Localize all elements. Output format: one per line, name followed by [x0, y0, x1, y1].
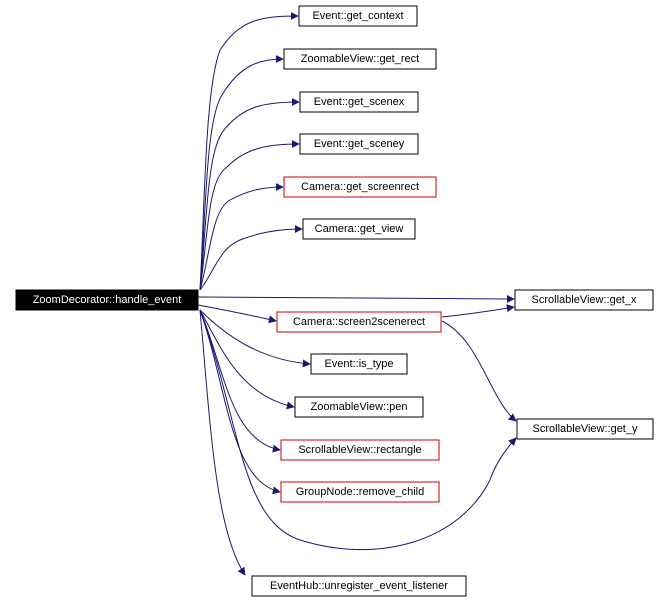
node-zoomableview-pen[interactable]: ZoomableView::pen — [294, 396, 424, 418]
node-zoomdecorator-handle-event[interactable]: ZoomDecorator::handle_event — [15, 289, 199, 311]
node-label: Camera::screen2scenerect — [293, 316, 425, 328]
edge-root-unregister — [199, 309, 246, 576]
node-label: Event::get_context — [312, 10, 403, 22]
edge-root-get-x — [197, 294, 515, 303]
node-label: EventHub::unregister_event_listener — [270, 580, 448, 592]
node-label: ScrollableView::get_y — [533, 423, 638, 435]
node-label: ZoomableView::pen — [310, 401, 407, 413]
edge-root-get-rect — [199, 55, 284, 291]
edge-root-pen — [199, 309, 295, 410]
edge-root-get-sceney — [199, 140, 300, 291]
node-event-is-type[interactable]: Event::is_type — [310, 353, 408, 375]
edge-root-get-scenex — [199, 98, 300, 291]
edge-root-screen2scenerect — [197, 304, 277, 324]
edge-root-remove-child — [199, 309, 281, 495]
node-eventhub-unregister-event-listener[interactable]: EventHub::unregister_event_listener — [251, 575, 467, 597]
node-scrollableview-get-x[interactable]: ScrollableView::get_x — [514, 289, 654, 311]
node-label: ZoomableView::get_rect — [301, 53, 419, 65]
node-label: Camera::get_screenrect — [301, 181, 419, 193]
edge-root-get-screenrect — [199, 183, 284, 291]
node-event-get-scenex[interactable]: Event::get_scenex — [299, 91, 419, 113]
node-label: ScrollableView::rectangle — [298, 444, 421, 456]
edge-root-get-view — [199, 225, 303, 291]
node-camera-get-screenrect[interactable]: Camera::get_screenrect — [283, 176, 437, 198]
edge-root-get-context — [199, 12, 299, 291]
node-label: ScrollableView::get_x — [532, 294, 637, 306]
node-scrollableview-get-y[interactable]: ScrollableView::get_y — [516, 418, 654, 440]
node-zoomableview-get-rect[interactable]: ZoomableView::get_rect — [283, 48, 437, 70]
node-camera-get-view[interactable]: Camera::get_view — [302, 218, 416, 240]
edge-root-is-type — [199, 309, 311, 368]
node-event-get-sceney[interactable]: Event::get_sceney — [299, 133, 419, 155]
edge-screen2scenerect-get-x — [441, 304, 515, 318]
edge-root-rectangle — [199, 309, 281, 453]
nodes: ZoomDecorator::handle_event Event::get_c… — [15, 5, 654, 597]
node-label: GroupNode::remove_child — [296, 486, 424, 498]
node-label: Event::get_scenex — [314, 96, 405, 108]
node-event-get-context[interactable]: Event::get_context — [298, 5, 418, 27]
node-label: ZoomDecorator::handle_event — [33, 294, 182, 306]
edge-screen2scenerect-get-y — [441, 320, 517, 422]
edge-root-get-y — [199, 309, 517, 551]
node-groupnode-remove-child[interactable]: GroupNode::remove_child — [280, 481, 440, 503]
node-label: Event::is_type — [324, 358, 393, 370]
node-label: Camera::get_view — [315, 223, 404, 235]
node-label: Event::get_sceney — [314, 138, 405, 150]
node-scrollableview-rectangle[interactable]: ScrollableView::rectangle — [280, 439, 440, 461]
node-camera-screen2scenerect[interactable]: Camera::screen2scenerect — [276, 311, 442, 333]
edges — [197, 12, 517, 576]
